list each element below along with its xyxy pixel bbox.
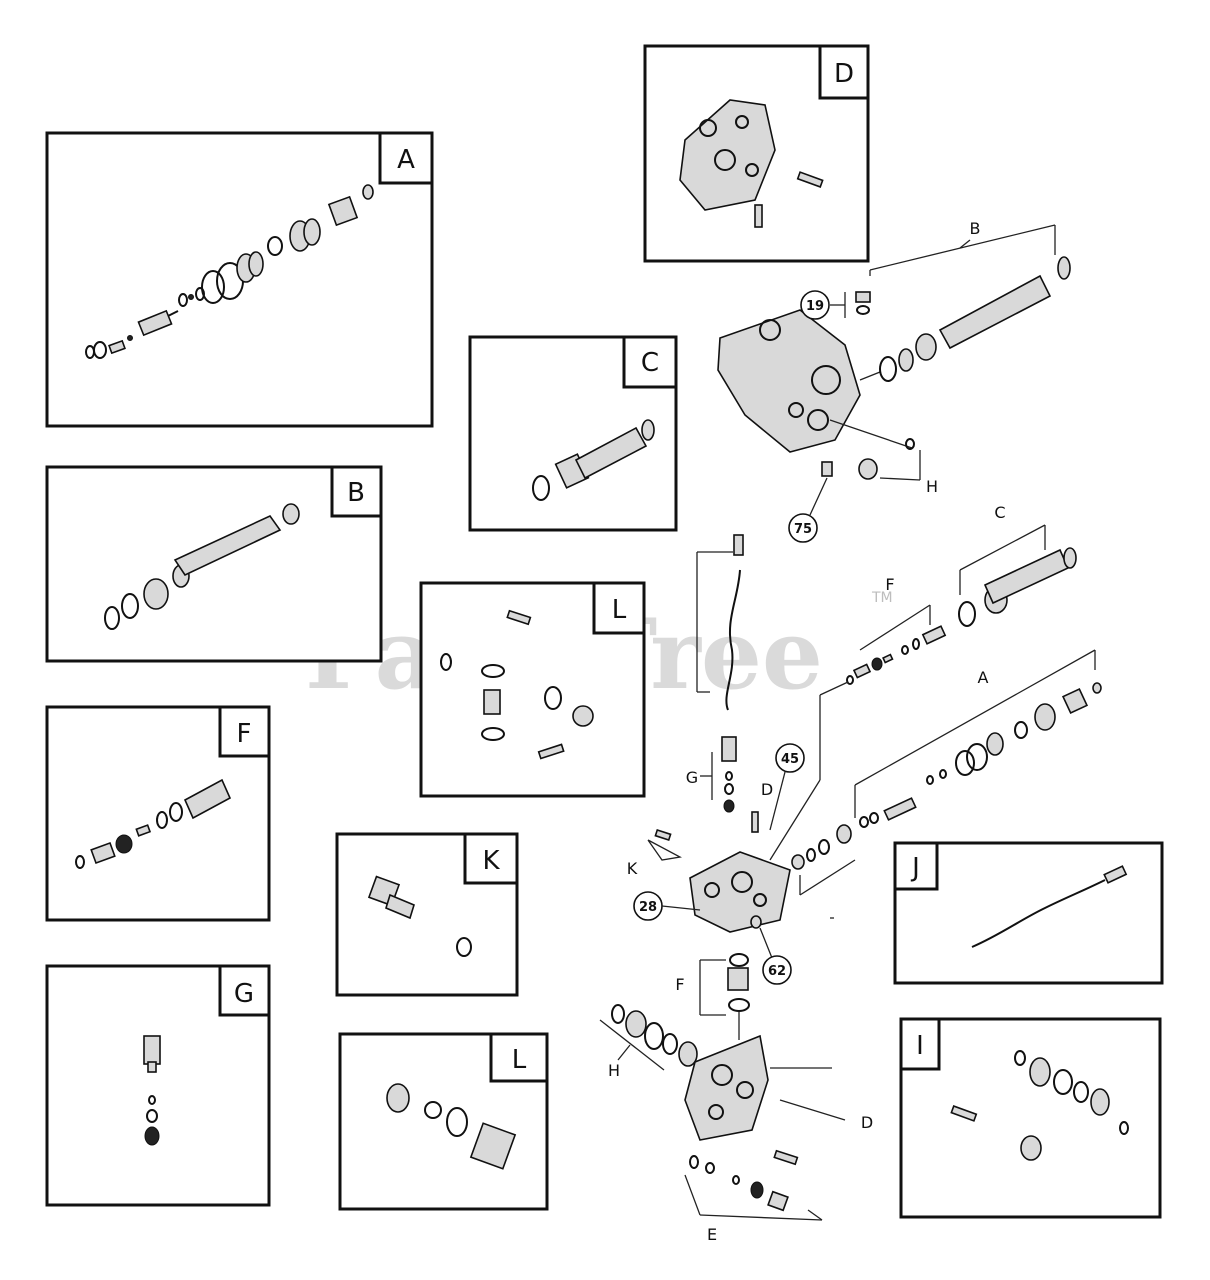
- panel-c-parts: [532, 419, 655, 501]
- label-f2: F: [675, 975, 684, 994]
- label-d1: D: [761, 780, 773, 799]
- svg-text:62: 62: [768, 964, 786, 979]
- label-g: G: [686, 768, 698, 787]
- label-d2: D: [861, 1113, 873, 1132]
- panel-l-bottom-parts: [386, 1083, 517, 1170]
- panel-d-parts: [679, 99, 824, 228]
- label-h1: H: [926, 477, 938, 496]
- callout-62: [762, 955, 792, 985]
- panel-d: D: [643, 44, 870, 263]
- label-a: A: [978, 668, 989, 687]
- svg-text:19: 19: [806, 299, 824, 314]
- label-h2: H: [608, 1061, 620, 1080]
- panel-j-letter: J: [910, 853, 920, 883]
- panel-l-top-parts: [440, 609, 594, 760]
- pump-housing: [717, 309, 861, 453]
- panel-a-letter: A: [397, 145, 415, 175]
- b-cylinder: [938, 274, 1052, 350]
- panel-i: I: [899, 1017, 1162, 1219]
- panel-f-parts: [75, 778, 232, 869]
- panel-l-bottom: L: [338, 1032, 549, 1211]
- panel-i-letter: I: [916, 1031, 924, 1061]
- label-f1: F: [885, 575, 894, 594]
- panel-c: C: [468, 335, 678, 532]
- panel-g: G: [45, 964, 271, 1207]
- panel-a: A: [45, 131, 434, 428]
- panel-l-top-letter: L: [612, 595, 627, 625]
- panel-g-parts: [143, 1035, 161, 1146]
- label-e: E: [707, 1225, 717, 1244]
- panel-b-parts: [104, 503, 300, 630]
- svg-text:45: 45: [781, 752, 799, 767]
- panel-d-letter: D: [834, 59, 854, 89]
- label-b: B: [970, 219, 981, 238]
- panel-k: K: [335, 832, 519, 997]
- panel-a-parts: [85, 184, 374, 359]
- label-c: C: [994, 503, 1005, 522]
- main-assembly: B 19 H 75 C F: [599, 219, 1102, 1244]
- panel-j-parts: [971, 865, 1128, 948]
- watermark-tm: TM: [871, 590, 893, 606]
- panel-b: B: [45, 465, 383, 663]
- panel-f: F: [45, 705, 271, 922]
- panel-k-letter: K: [482, 846, 500, 876]
- panel-l-top: L: [419, 581, 646, 798]
- panel-f-letter: F: [237, 719, 252, 749]
- callout-75: [788, 513, 818, 543]
- panel-c-letter: C: [641, 348, 659, 378]
- callout-45: [775, 743, 805, 773]
- panel-j: J: [893, 841, 1164, 985]
- svg-text:75: 75: [794, 522, 812, 537]
- callout-19: [800, 290, 830, 320]
- panel-i-parts: [950, 1050, 1129, 1161]
- panel-k-parts: [367, 875, 472, 957]
- panel-g-letter: G: [234, 979, 254, 1009]
- svg-text:28: 28: [639, 900, 657, 915]
- label-k: K: [627, 859, 638, 878]
- panel-b-letter: B: [347, 478, 365, 508]
- panel-l-bottom-letter: L: [512, 1045, 527, 1075]
- lower-manifold: [684, 1034, 769, 1141]
